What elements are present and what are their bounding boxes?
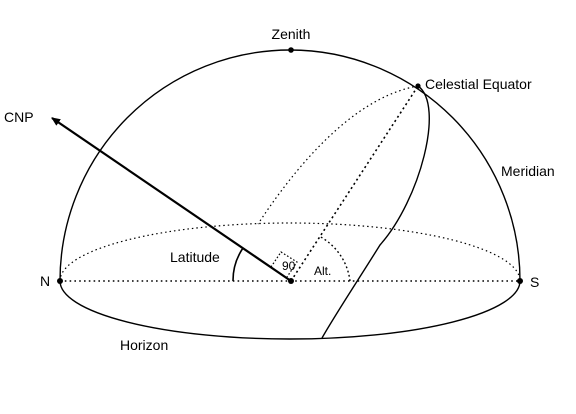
zenith-label: Zenith [272, 26, 311, 42]
horizon-label: Horizon [120, 337, 168, 353]
right-angle-label: 90 [282, 259, 296, 273]
zenith-point [288, 47, 294, 53]
south-label: S [530, 274, 539, 290]
meridian-label: Meridian [501, 163, 555, 179]
latitude-label: Latitude [170, 249, 220, 265]
altitude-label: Alt. [314, 264, 331, 278]
north-label: N [40, 273, 50, 289]
horizon-front [59, 280, 521, 340]
north-point [57, 278, 63, 284]
observer-point [288, 278, 294, 284]
cnp-arrow [51, 117, 292, 282]
south-point [517, 278, 523, 284]
celestial-equator-front [321, 85, 430, 339]
equator-top-point [415, 83, 421, 89]
celestial-equator-back [257, 85, 419, 225]
latitude-arc [232, 247, 244, 282]
cnp-label: CNP [4, 109, 34, 125]
equator-radius-line [290, 85, 419, 282]
altitude-arc [318, 235, 351, 282]
celestial-equator-label: Celestial Equator [425, 76, 532, 92]
